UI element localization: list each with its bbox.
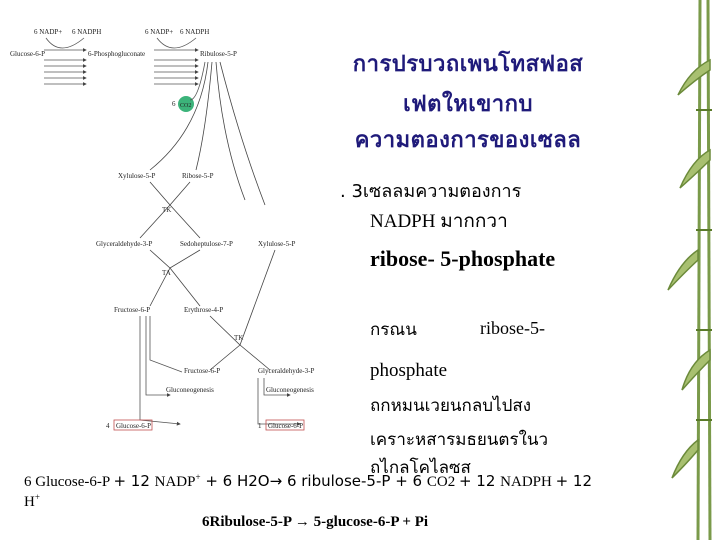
eq1-part-d: + 6 H xyxy=(200,472,249,490)
label-gluconeogenesis-b: Gluconeogenesis xyxy=(266,386,314,394)
eq1-part-g: CO2 xyxy=(426,474,459,490)
eq1-line2-sup: + xyxy=(34,492,40,502)
count-1: 1 xyxy=(258,422,262,430)
node-fructose-6-p-b: Fructose-6-P xyxy=(184,367,220,375)
pentose-phosphate-pathway-diagram: 6 NADP+ 6 NADPH 6 NADP+ 6 NADPH Glucose-… xyxy=(10,28,314,431)
label-nadp-right: 6 NADP+ xyxy=(145,28,173,36)
node-fructose-6-p: Fructose-6-P xyxy=(114,306,150,314)
body-line-7: เคราะหสารมธยนตรในว xyxy=(370,430,549,450)
body-line-4b: ribose-5- xyxy=(480,318,545,338)
body-line-6: ถกหมนเวยนกลบไปสง xyxy=(370,396,532,416)
node-xylulose-5-p-b: Xylulose-5-P xyxy=(258,240,295,248)
co2-label: CO2 xyxy=(180,103,191,109)
node-ribose-5-p: Ribose-5-P xyxy=(182,172,214,180)
enzyme-tk-1: TK xyxy=(162,206,171,214)
eq1-part-c: NADP xyxy=(154,474,196,490)
title-line-1: การปรบวถเพนโทสฟอส xyxy=(352,52,584,77)
co2-count: 6 xyxy=(172,100,176,108)
body-line-5: phosphate xyxy=(370,360,448,381)
title-line-3: ความตองการของเซลล xyxy=(354,128,582,153)
bamboo-decoration xyxy=(667,0,712,540)
node-6-phosphogluconate: 6-Phosphogluconate xyxy=(88,50,145,58)
title-line-2: เฟตใหเขากบ xyxy=(403,92,533,117)
eq1-part-j: + 12 xyxy=(555,472,593,490)
body-line-8: ถไกลโคไลซส xyxy=(370,458,471,478)
eq1-part-i: NADPH xyxy=(500,474,556,490)
equation-1: 6 Glucose-6-P + 12 NADP+ + 6 H2O→ 6 ribu… xyxy=(24,472,592,491)
box-glucose-6-p-b xyxy=(265,419,305,431)
eq1-part-h: + 12 xyxy=(458,472,501,490)
body-line-4a: กรณน xyxy=(370,320,417,340)
node-ribulose-5-p: Ribulose-5-P xyxy=(200,50,237,58)
node-glyceraldehyde-3-p-b: Glyceraldehyde-3-P xyxy=(258,367,314,375)
eq1-part-c-sup: + xyxy=(195,472,201,482)
node-sedoheptulose-7-p: Sedoheptulose-7-P xyxy=(180,240,233,248)
label-nadph-left: 6 NADPH xyxy=(72,28,101,36)
eq1-part-e: 2O→ 6 ribulose-5-P xyxy=(248,472,396,490)
node-glucose-6-p: Glucose-6-P xyxy=(10,50,45,58)
eq1-part-b: + 12 xyxy=(113,472,155,490)
equation-2: 6Ribulose-5-P → 5-glucose-6-P + Pi xyxy=(202,514,429,530)
eq1-part-f: + 6 xyxy=(395,472,427,490)
label-gluconeogenesis-a: Gluconeogenesis xyxy=(166,386,214,394)
equation-1-line-2: H+ xyxy=(24,492,40,511)
count-4: 4 xyxy=(106,422,110,430)
body-line-2: NADPH มากกวา xyxy=(370,211,508,232)
enzyme-ta: TA xyxy=(162,269,171,277)
node-erythrose-4-p: Erythrose-4-P xyxy=(184,306,223,314)
enzyme-tk-2: TK xyxy=(234,334,243,342)
node-glucose-6-p-a: Glucose-6-P xyxy=(116,422,151,430)
body-line-3: ribose- 5-phosphate xyxy=(370,246,556,271)
eq1-line2-h: H xyxy=(24,494,35,510)
node-glyceraldehyde-3-p: Glyceraldehyde-3-P xyxy=(96,240,152,248)
body-line-1: . 3เซลลมความตองการ xyxy=(340,181,522,202)
box-glucose-6-p-a xyxy=(113,419,153,431)
node-glucose-6-p-b: Glucose-6-P xyxy=(268,422,303,430)
label-nadp-left: 6 NADP+ xyxy=(34,28,62,36)
eq1-part-a: 6 Glucose-6-P xyxy=(24,474,114,490)
label-nadph-right: 6 NADPH xyxy=(180,28,209,36)
node-xylulose-5-p: Xylulose-5-P xyxy=(118,172,155,180)
